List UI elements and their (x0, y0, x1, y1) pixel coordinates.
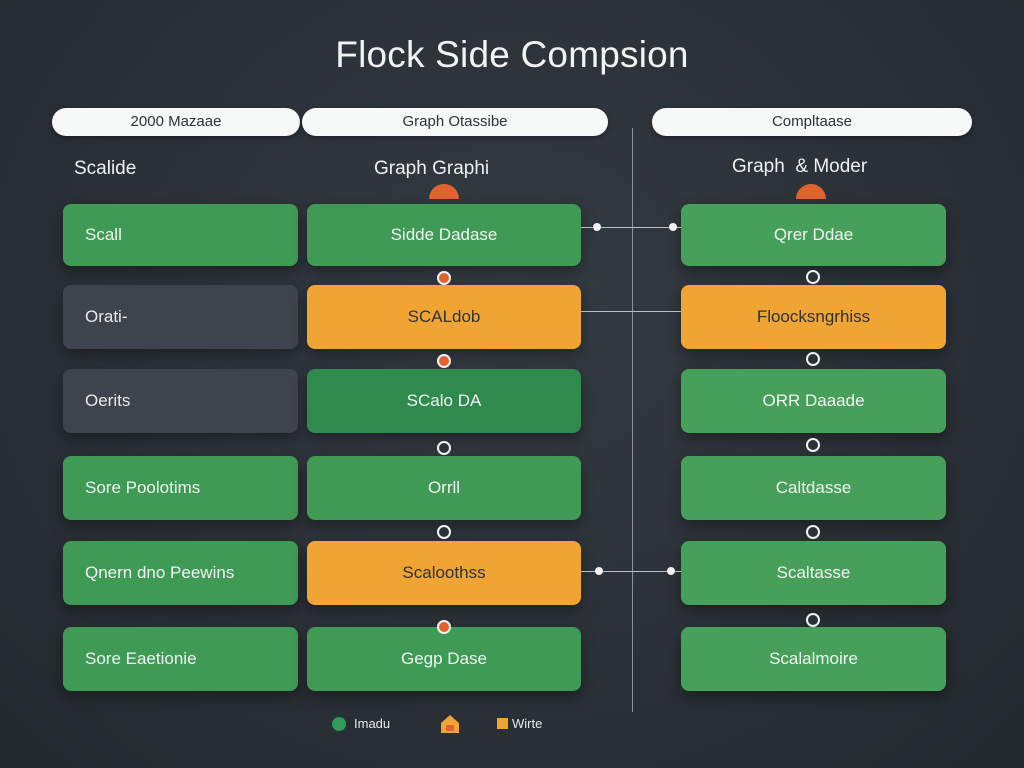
left-box-2[interactable]: Orati- (63, 285, 298, 349)
left-box-label: Scall (85, 225, 122, 244)
connector-dot (669, 223, 677, 231)
right-box-label: ORR Daaade (762, 391, 865, 410)
connector-node (437, 441, 451, 455)
square-icon (497, 718, 508, 729)
connector-dot (667, 567, 675, 575)
column-header-left: Scalide (74, 158, 137, 179)
left-box-label: Sore Poolotims (85, 478, 201, 497)
connector-line (581, 311, 681, 312)
page-title: Flock Side Compsion (335, 34, 689, 75)
left-box-5[interactable]: Qnern dno Peewins (63, 541, 298, 605)
middle-box-label: Orrll (427, 478, 461, 497)
column-header-middle: Graph Graphi (374, 158, 490, 179)
column-divider (632, 128, 633, 712)
right-box-label: Qrer Ddae (773, 225, 854, 244)
connector-dot (595, 567, 603, 575)
right-box-5[interactable]: Scaltasse (681, 541, 946, 605)
legend-label: Wirte (512, 716, 543, 731)
connector-node (806, 352, 820, 366)
house-icon (441, 715, 459, 733)
right-box-3[interactable]: ORR Daaade (681, 369, 946, 433)
middle-box-label: Gegp Dase (401, 649, 487, 668)
left-box-6[interactable]: Sore Eaetionie (63, 627, 298, 691)
connector-node (437, 525, 451, 539)
right-box-label: Caltdasse (775, 478, 852, 497)
right-box-2[interactable]: Floocksngrhiss (681, 285, 946, 349)
connector-node (806, 613, 820, 627)
right-box-label: Floocksngrhiss (756, 307, 871, 326)
middle-box-1[interactable]: Sidde Dadase (307, 204, 581, 266)
connector-node (437, 271, 451, 285)
connector-line (581, 571, 681, 572)
middle-box-label: Sidde Dadase (390, 225, 498, 244)
left-box-4[interactable]: Sore Poolotims (63, 456, 298, 520)
left-box-label: Qnern dno Peewins (85, 563, 235, 582)
right-box-label: Scalalmoire (769, 649, 858, 668)
right-box-4[interactable]: Caltdasse (681, 456, 946, 520)
middle-box-6[interactable]: Gegp Dase (307, 627, 581, 691)
header-pill-right[interactable]: Compltaase (652, 108, 972, 136)
right-box-1[interactable]: Qrer Ddae (681, 204, 946, 266)
left-box-1[interactable]: Scall (63, 204, 298, 266)
header-pill-middle[interactable]: Graph Otassibe (302, 108, 608, 136)
middle-header-marker (429, 184, 459, 199)
legend-item-2 (438, 712, 462, 741)
middle-box-label: SCalo DA (406, 391, 482, 410)
connector-dot (593, 223, 601, 231)
left-box-label: Oerits (85, 391, 131, 410)
legend-item-3: Wirte (497, 716, 542, 731)
legend-label: Imadu (354, 716, 391, 731)
column-header-right: Graph & Moder (732, 156, 868, 177)
connector-node (806, 438, 820, 452)
left-box-label: Orati- (85, 307, 128, 326)
right-header-marker (796, 184, 826, 199)
connector-node (437, 354, 451, 368)
middle-box-3[interactable]: SCalo DA (307, 369, 581, 433)
middle-box-label: Scaloothss (402, 563, 486, 582)
middle-box-2[interactable]: SCALdob (307, 285, 581, 349)
legend-item-1: Imadu (332, 716, 390, 731)
connector-node (806, 270, 820, 284)
left-box-label: Sore Eaetionie (85, 649, 197, 668)
left-box-3[interactable]: Oerits (63, 369, 298, 433)
connector-node (437, 620, 451, 634)
middle-box-label: SCALdob (407, 307, 481, 326)
middle-box-4[interactable]: Orrll (307, 456, 581, 520)
connector-line (581, 227, 681, 228)
header-pill-left[interactable]: 2000 Mazaae (52, 108, 300, 136)
right-box-6[interactable]: Scalalmoire (681, 627, 946, 691)
right-box-label: Scaltasse (776, 563, 851, 582)
connector-node (806, 525, 820, 539)
circle-icon (332, 716, 346, 731)
middle-box-5[interactable]: Scaloothss (307, 541, 581, 605)
